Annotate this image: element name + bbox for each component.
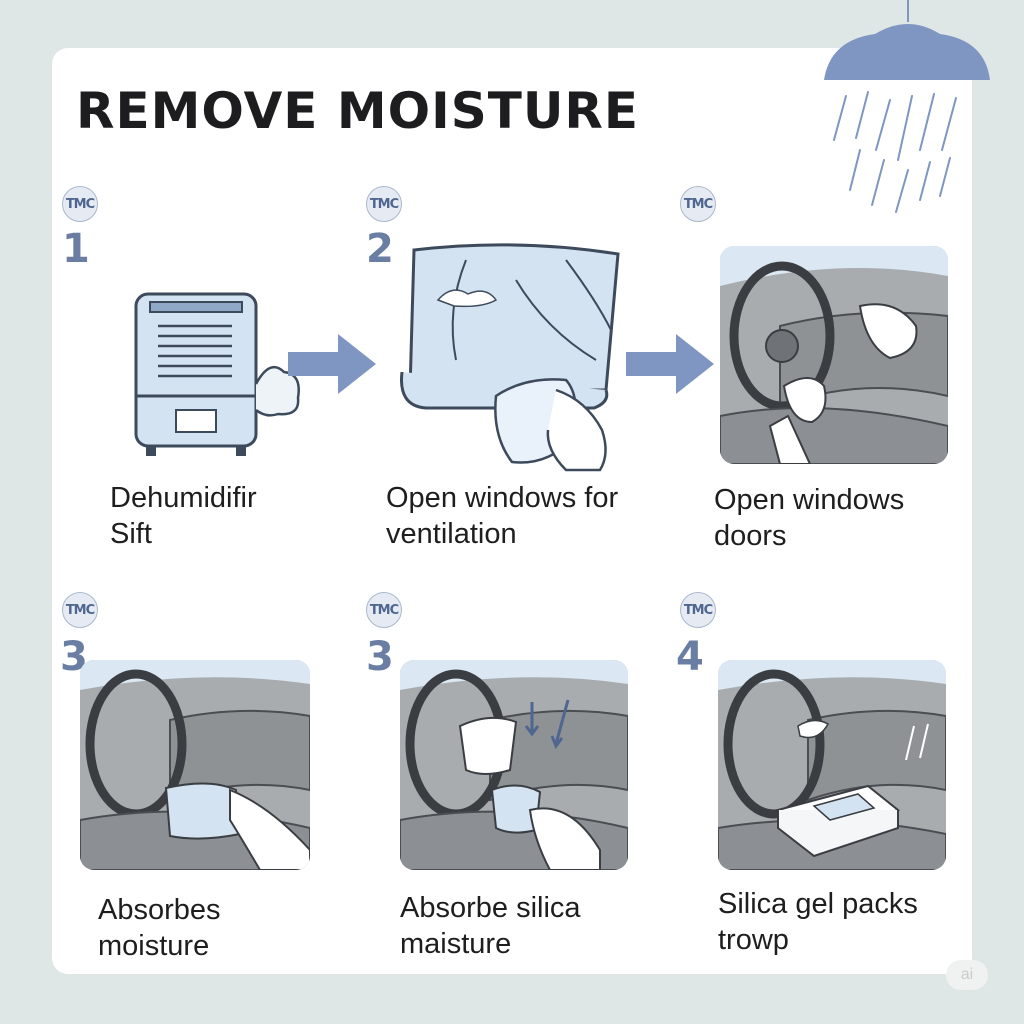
step-number: 1 bbox=[62, 226, 90, 272]
tmc-badge: TMC bbox=[62, 186, 98, 222]
car-interior-icon bbox=[400, 660, 628, 870]
step-caption: Open windows doors bbox=[714, 482, 904, 554]
arrow-right-icon bbox=[288, 334, 376, 394]
caption-line: Sift bbox=[110, 518, 152, 550]
caption-line: Open windows for bbox=[386, 482, 619, 514]
caption-line: ventilation bbox=[386, 518, 517, 550]
rain-cloud-icon bbox=[824, 0, 990, 213]
caption-line: doors bbox=[714, 520, 787, 552]
caption-line: Absorbes bbox=[98, 894, 221, 926]
caption-line: Silica gel packs bbox=[718, 888, 918, 920]
caption-line: Open windows bbox=[714, 484, 905, 516]
tmc-badge: TMC bbox=[366, 186, 402, 222]
step-number: 4 bbox=[676, 634, 704, 680]
windshield-icon bbox=[400, 243, 620, 472]
car-interior-icon bbox=[720, 246, 948, 464]
ai-watermark: ai bbox=[946, 960, 988, 990]
silica-gel-pack-icon bbox=[718, 660, 946, 870]
caption-line: moisture bbox=[98, 930, 210, 962]
step-caption: Absorbes moisture bbox=[98, 892, 221, 964]
step-caption: Silica gel packs trowp bbox=[718, 886, 918, 958]
tmc-badge: TMC bbox=[366, 592, 402, 628]
step-number: 3 bbox=[366, 634, 394, 680]
tmc-badge: TMC bbox=[62, 592, 98, 628]
caption-line: Absorbe silica bbox=[400, 892, 581, 924]
car-interior-icon bbox=[80, 660, 310, 870]
caption-line: trowp bbox=[718, 924, 789, 956]
arrow-right-icon bbox=[626, 334, 714, 394]
step-number: 2 bbox=[366, 226, 394, 272]
tmc-badge: TMC bbox=[680, 592, 716, 628]
dehumidifier-icon bbox=[134, 292, 300, 456]
step-caption: Open windows for ventilation bbox=[386, 480, 618, 552]
tmc-badge: TMC bbox=[680, 186, 716, 222]
page-title: REMOVE MOISTURE bbox=[76, 82, 640, 140]
step-caption: Absorbe silica maisture bbox=[400, 890, 581, 962]
step-caption: Dehumidifir Sift bbox=[110, 480, 257, 552]
caption-line: maisture bbox=[400, 928, 512, 960]
caption-line: Dehumidifir bbox=[110, 482, 257, 514]
